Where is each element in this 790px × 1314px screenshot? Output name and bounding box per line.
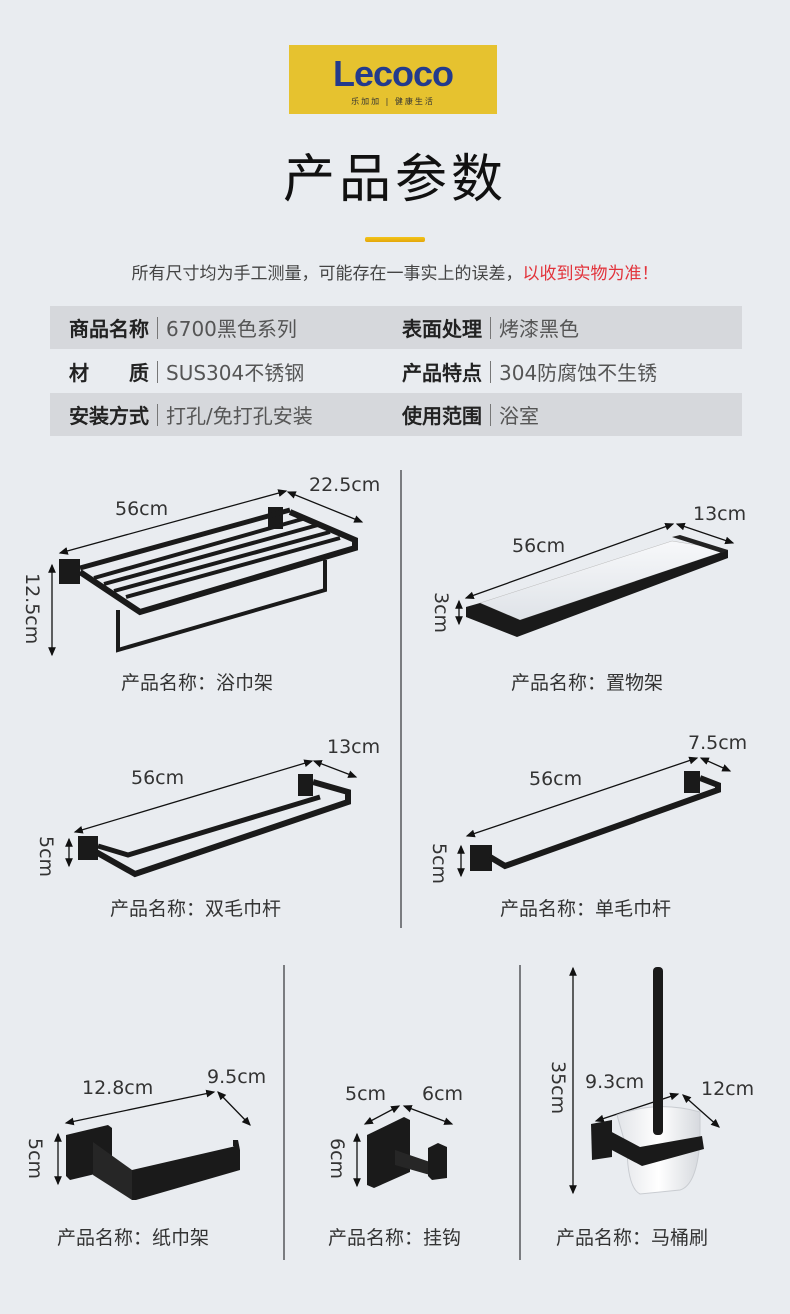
spec-separator (157, 360, 158, 383)
paper-holder-illustration (54, 1089, 251, 1200)
spec-value: 烤漆黑色 (499, 317, 579, 341)
brand-tagline: 乐加加 | 健康生活 (351, 97, 435, 106)
product-name: 产品名称：双毛巾杆 (110, 898, 282, 920)
spec-row: 商品名称 6700黑色系列 表面处理 烤漆黑色 (50, 306, 742, 349)
dimension-height: 3cm (430, 592, 452, 634)
spec-label: 材 质 (69, 361, 149, 385)
spec-separator (157, 403, 158, 426)
spec-cell: 产品特点 304防腐蚀不生锈 (402, 357, 742, 386)
title-underline (365, 237, 425, 242)
spec-label: 商品名称 (69, 317, 149, 341)
spec-value: 浴室 (499, 404, 539, 428)
spec-value: 6700黑色系列 (166, 317, 297, 341)
hook-illustration (353, 1105, 454, 1188)
spec-cell: 商品名称 6700黑色系列 (50, 313, 402, 342)
spec-label: 使用范围 (402, 404, 482, 428)
dimension-depth: 6cm (422, 1083, 464, 1105)
single-towel-bar-illustration (457, 756, 732, 878)
spec-separator (490, 403, 491, 426)
double-towel-bar-illustration (65, 759, 358, 878)
dimension-height: 5cm (428, 843, 450, 885)
dimension-height: 35cm (547, 1061, 569, 1115)
spec-row: 安装方式 打孔/免打孔安装 使用范围 浴室 (50, 393, 742, 436)
dimension-depth: 9.5cm (207, 1066, 267, 1088)
brand-logo: Lecoco 乐加加 | 健康生活 (289, 45, 497, 114)
dimension-length: 56cm (512, 535, 566, 557)
spec-value: 打孔/免打孔安装 (166, 404, 313, 428)
dimension-height: 5cm (24, 1138, 46, 1180)
dimension-depth: 12cm (701, 1078, 755, 1100)
dimension-length: 5cm (345, 1083, 387, 1105)
glass-shelf-illustration (455, 522, 735, 637)
dimension-length: 56cm (529, 768, 583, 790)
spec-value: SUS304不锈钢 (166, 361, 305, 385)
spec-cell: 材 质 SUS304不锈钢 (50, 357, 402, 386)
spec-row: 材 质 SUS304不锈钢 产品特点 304防腐蚀不生锈 (50, 350, 742, 393)
product-name: 产品名称：浴巾架 (121, 672, 274, 694)
product-name: 产品名称：单毛巾杆 (500, 898, 672, 920)
dimension-depth: 13cm (693, 503, 747, 525)
dimension-height: 12.5cm (21, 573, 43, 645)
product-name: 产品名称：纸巾架 (57, 1227, 210, 1249)
product-name: 产品名称：马桶刷 (556, 1227, 709, 1249)
brand-name: Lecoco (332, 53, 454, 94)
section-divider (283, 965, 285, 1260)
dimension-length: 56cm (115, 498, 169, 520)
dimension-depth: 13cm (327, 736, 381, 758)
notice-highlight: 以收到实物为准！ (522, 264, 659, 284)
dimension-length: 12.8cm (82, 1077, 154, 1099)
product-name: 产品名称：置物架 (511, 672, 664, 694)
spec-cell: 表面处理 烤漆黑色 (402, 313, 742, 342)
dimension-length: 56cm (131, 767, 185, 789)
section-divider (519, 965, 521, 1260)
dimension-length: 9.3cm (585, 1071, 645, 1093)
spec-label: 表面处理 (402, 317, 482, 341)
spec-cell: 安装方式 打孔/免打孔安装 (50, 400, 402, 429)
product-name: 产品名称：挂钩 (328, 1227, 462, 1249)
spec-cell: 使用范围 浴室 (402, 400, 742, 429)
spec-separator (490, 360, 491, 383)
dimension-depth: 22.5cm (309, 474, 381, 496)
measurement-notice: 所有尺寸均为手工测量，可能存在一事实上的误差，以收到实物为准！ (0, 259, 790, 289)
spec-label: 安装方式 (69, 404, 149, 428)
dimension-height: 5cm (35, 836, 57, 878)
spec-separator (490, 316, 491, 339)
section-divider (400, 470, 402, 928)
toilet-brush-illustration (569, 966, 720, 1195)
spec-separator (157, 316, 158, 339)
spec-value: 304防腐蚀不生锈 (499, 361, 658, 385)
spec-label: 产品特点 (402, 361, 482, 385)
towel-shelf-illustration (48, 489, 364, 657)
dimension-depth: 7.5cm (688, 732, 748, 754)
dimension-height: 6cm (326, 1138, 348, 1180)
page-title: 产品参数 (282, 150, 507, 210)
notice-text: 所有尺寸均为手工测量，可能存在一事实上的误差， (131, 264, 523, 284)
